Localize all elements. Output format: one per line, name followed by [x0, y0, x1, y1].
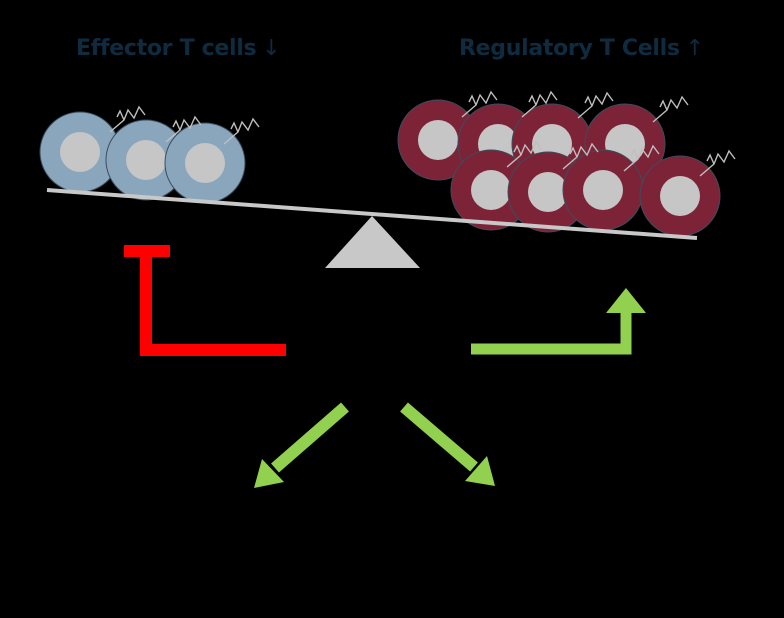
regulatory-cell	[562, 149, 644, 231]
receptor-icon	[577, 91, 614, 119]
receptor-icon	[562, 142, 599, 170]
down-arrow-icon: ↓	[262, 36, 281, 61]
regulatory-cell	[639, 155, 721, 237]
regulatory-cell-group	[397, 90, 736, 237]
regulatory-cell	[450, 149, 532, 231]
regulatory-t-cells-title: Regulatory T Cells↑	[459, 36, 704, 61]
regulatory-cell	[397, 99, 479, 181]
down-right-arrow	[400, 402, 495, 486]
receptor-icon	[461, 90, 498, 118]
receptor-icon	[623, 144, 660, 172]
receptor-icon	[165, 115, 202, 143]
receptor-icon	[506, 140, 543, 168]
receptor-icon	[652, 95, 689, 123]
fulcrum-triangle	[325, 216, 420, 268]
promotion-arrow	[471, 288, 646, 355]
receptor-icon	[223, 117, 260, 145]
up-arrow-icon: ↑	[685, 36, 704, 61]
effector-t-cells-title: Effector T cells↓	[76, 36, 281, 61]
regulatory-title-text: Regulatory T Cells	[459, 36, 680, 61]
receptor-icon	[521, 90, 558, 118]
effector-title-text: Effector T cells	[76, 36, 257, 61]
down-left-arrow	[254, 402, 349, 488]
receptor-icon	[699, 149, 736, 177]
effector-cell	[105, 119, 187, 201]
effector-cell-group	[39, 105, 260, 204]
balance-beam	[46, 188, 698, 240]
effector-cell	[164, 122, 246, 204]
inhibition-arrow	[124, 245, 286, 356]
receptor-icon	[109, 105, 146, 133]
effector-cell	[39, 111, 121, 193]
